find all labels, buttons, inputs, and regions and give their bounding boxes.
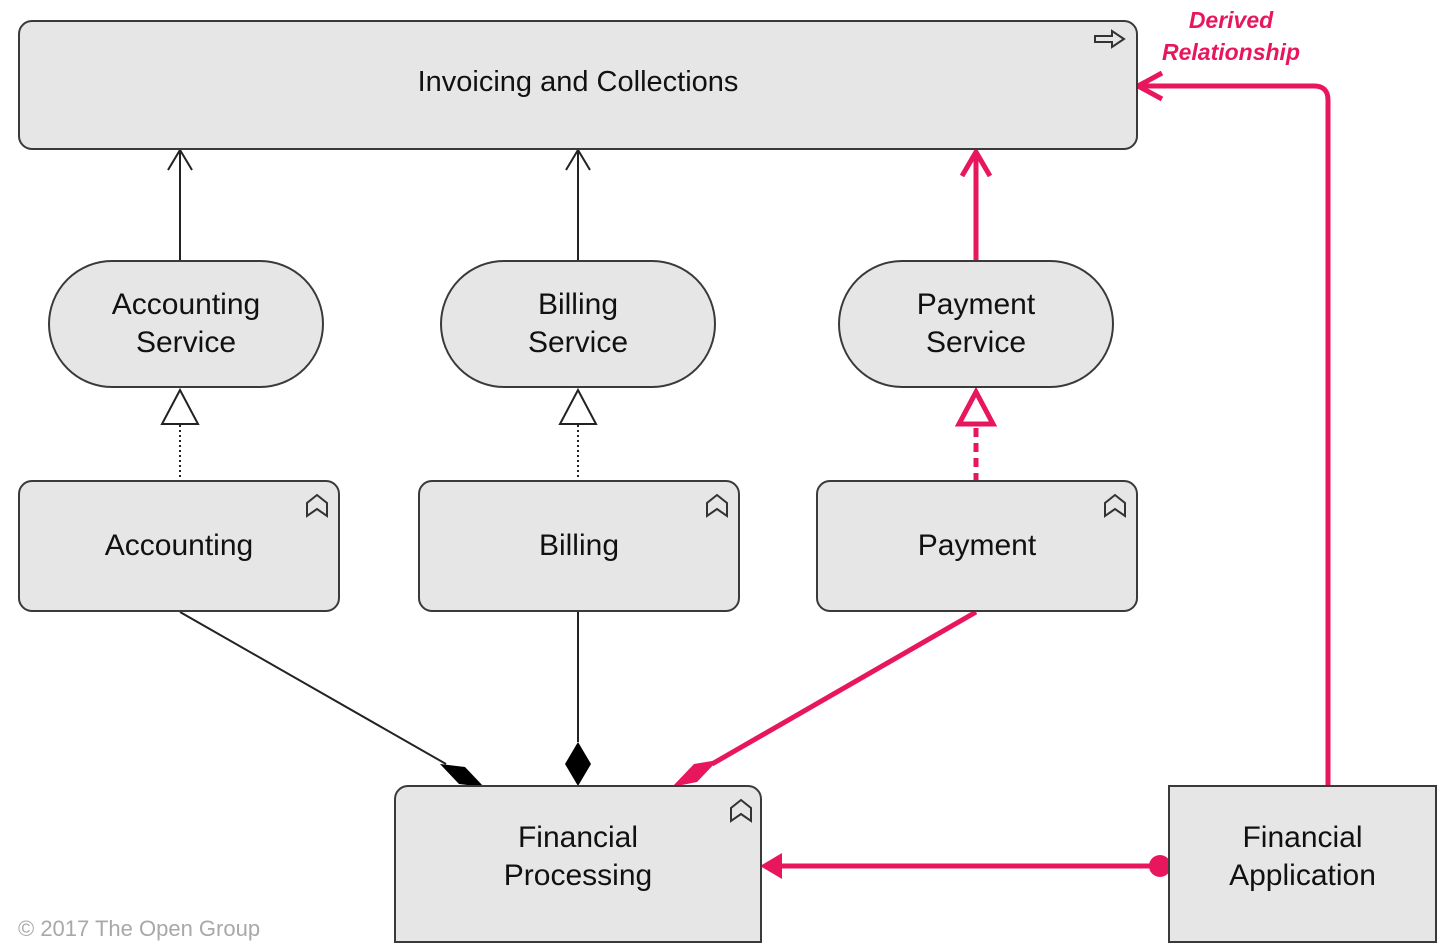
- derived-relationship-annotation: Derived Relationship: [1161, 7, 1300, 65]
- business-process-arrow-icon: [1094, 29, 1126, 49]
- node-billing[interactable]: Billing: [418, 480, 740, 612]
- derived-serving-edge: [1132, 70, 1331, 786]
- node-accounting-service-label: Accounting Service: [111, 288, 261, 359]
- node-accounting-label: Accounting: [104, 529, 254, 562]
- node-billing-service-label: Billing Service: [527, 288, 629, 359]
- business-function-chevron-icon: [1104, 493, 1126, 518]
- node-financial-application-label: Financial Application: [1229, 821, 1376, 892]
- node-invoicing-and-collections[interactable]: Invoicing and Collections: [18, 20, 1138, 150]
- node-financial-application[interactable]: Financial Application: [1168, 785, 1437, 943]
- serving-edge-billing: [565, 148, 591, 262]
- node-invoicing-and-collections-label: Invoicing and Collections: [417, 66, 739, 98]
- node-payment-service[interactable]: Payment Service: [838, 260, 1114, 388]
- business-function-chevron-icon: [306, 493, 328, 518]
- business-function-chevron-icon: [730, 798, 752, 823]
- realization-edge-accounting: [160, 387, 200, 482]
- serving-edge-accounting: [167, 148, 193, 262]
- composition-edge-accounting: [179, 611, 484, 787]
- node-accounting-service[interactable]: Accounting Service: [48, 260, 324, 388]
- serving-edge-payment: [959, 147, 993, 262]
- node-financial-processing[interactable]: Financial Processing: [394, 785, 762, 943]
- assignment-edge: [760, 853, 1171, 879]
- realization-edge-payment: [954, 386, 998, 482]
- composition-edge-payment: [672, 609, 978, 787]
- node-billing-label: Billing: [538, 529, 620, 562]
- composition-edge-billing: [565, 612, 591, 786]
- node-payment-label: Payment: [917, 529, 1037, 562]
- business-function-chevron-icon: [706, 493, 728, 518]
- copyright-notice: © 2017 The Open Group: [18, 916, 261, 941]
- node-payment[interactable]: Payment: [816, 480, 1138, 612]
- node-accounting[interactable]: Accounting: [18, 480, 340, 612]
- realization-edge-billing: [558, 387, 598, 482]
- node-financial-processing-label: Financial Processing: [503, 821, 653, 892]
- node-billing-service[interactable]: Billing Service: [440, 260, 716, 388]
- node-payment-service-label: Payment Service: [916, 288, 1036, 359]
